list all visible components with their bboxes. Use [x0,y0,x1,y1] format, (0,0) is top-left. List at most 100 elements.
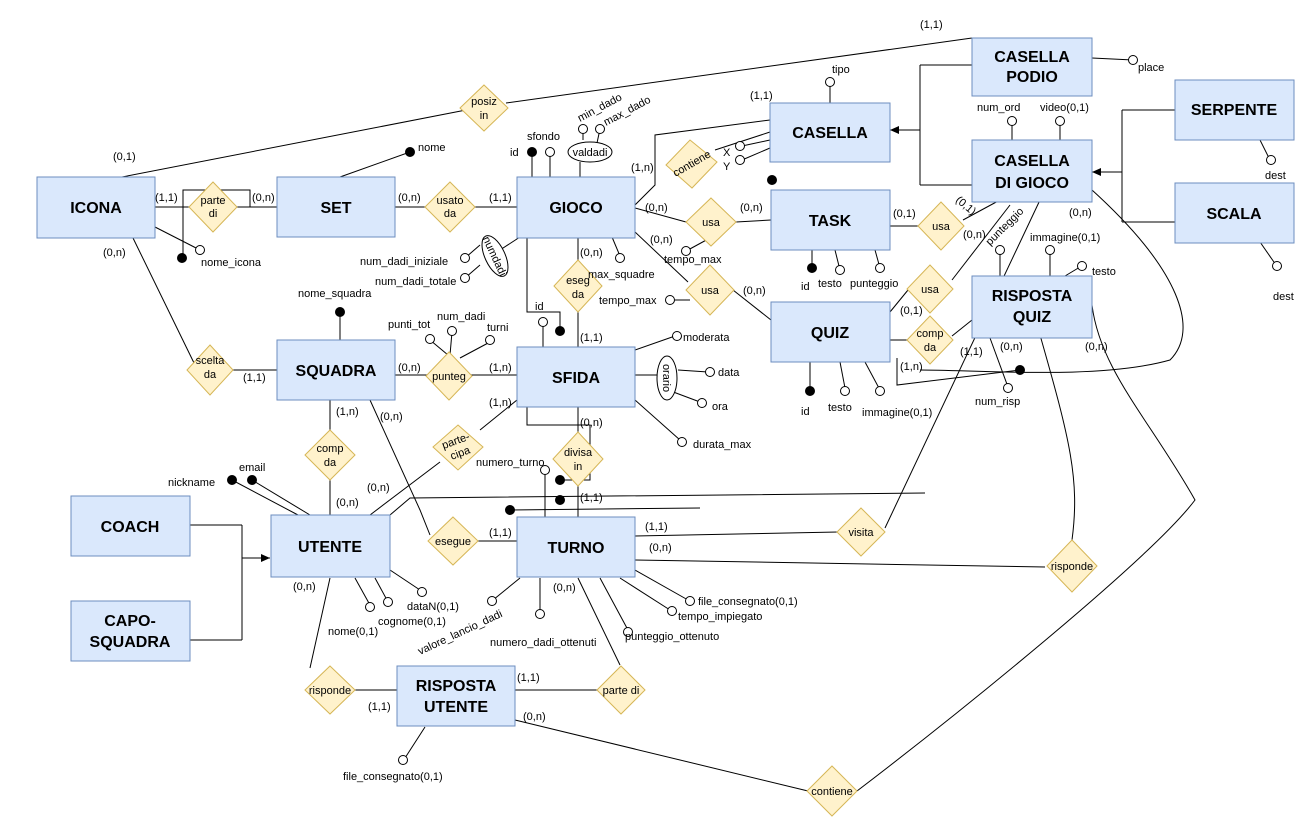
rel-contiene-bottom[interactable]: contiene [806,765,858,817]
svg-text:usa: usa [702,217,721,229]
attr-marker-cognome [383,597,393,607]
svg-text:COACH: COACH [101,519,160,536]
rel-partecipa[interactable]: parte- cipa [432,424,484,471]
rel-posiz-in[interactable]: posiz in [459,84,509,132]
edge-contiene-rq [856,304,1196,792]
entity-scala[interactable]: SCALA [1174,182,1295,244]
attr-marker-file-ru [398,755,408,765]
card-squadra-compda: (1,n) [336,406,359,418]
card-set-parte: (0,n) [252,192,275,204]
svg-text:TASK: TASK [809,213,852,230]
entity-serpente[interactable]: SERPENTE [1174,79,1295,141]
entity-utente[interactable]: UTENTE [270,514,391,578]
attr-nome: nome [418,142,446,154]
card-turno-divisa: (1,1) [580,492,603,504]
rel-punteg[interactable]: punteg [425,351,473,401]
composite-attributes: valdadi numdadi orario [477,141,678,401]
entity-turno[interactable]: TURNO [516,516,636,578]
attr-marker-sfondo [545,147,555,157]
rel-risponde-utente[interactable]: risponde [304,665,356,715]
entity-risposta-quiz[interactable]: RISPOSTA QUIZ [971,275,1093,339]
svg-text:UTENTE: UTENTE [298,539,362,556]
composite-valdadi[interactable]: valdadi [567,141,613,163]
svg-text:SQUADRA: SQUADRA [296,363,377,380]
composite-orario[interactable]: orario [656,355,678,401]
edge-attr-turni [459,341,491,359]
card-turno-risponde: (0,n) [649,542,672,554]
rel-parte-di-icona[interactable]: parte di [188,181,238,233]
entity-capo-squadra[interactable]: CAPO- SQUADRA [70,600,191,662]
rel-usato-da[interactable]: usato da [424,181,476,233]
entity-casella[interactable]: CASELLA [769,102,891,163]
rel-esegue[interactable]: esegue [427,516,479,566]
edge-quiz-usacas [889,289,909,313]
svg-text:SFIDA: SFIDA [552,370,600,387]
attr-datan: dataN(0,1) [407,601,459,613]
composite-numdadi[interactable]: numdadi [477,232,514,280]
edge-gioco-usaquiz [634,231,689,283]
rel-risponde-quiz[interactable]: risponde [1046,539,1098,593]
attr-marker-x [735,141,745,151]
attr-id-task: id [801,281,810,293]
card-icona-scelta: (0,n) [103,247,126,259]
attr-testo-rq: testo [1092,266,1116,278]
rel-usa-casella-task[interactable]: usa [917,201,965,251]
edge-usaquiz-quiz [732,289,772,321]
entity-gioco[interactable]: GIOCO [516,176,636,239]
card-set-usato: (0,n) [398,192,421,204]
attr-marker-mindado [578,124,588,134]
edge-usacas-cdg [962,199,1001,221]
edge-usatask-task [735,219,772,223]
entity-icona[interactable]: ICONA [36,176,156,239]
entity-squadra[interactable]: SQUADRA [276,339,396,401]
svg-text:di: di [209,208,218,220]
entity-casella-di-gioco[interactable]: CASELLA DI GIOCO [971,139,1093,203]
rel-visita[interactable]: visita [836,507,886,557]
rel-scelta-da[interactable]: scelta da [186,344,234,396]
svg-text:orario: orario [660,364,672,392]
card-posiz-icona: (0,1) [113,151,136,163]
rel-comp-da-squadra[interactable]: comp da [304,429,356,481]
attr-marker-punteggio-ott [623,627,633,637]
svg-text:RISPOSTA: RISPOSTA [992,288,1073,305]
rel-eseg-da[interactable]: eseg da [553,259,603,313]
edge-attr-numrisp [989,337,1009,388]
rel-usa-task[interactable]: usa [685,197,737,247]
svg-text:SCALA: SCALA [1206,206,1262,223]
attr-marker-y [735,155,745,165]
entity-risposta-utente[interactable]: RISPOSTA UTENTE [396,665,516,727]
entity-coach[interactable]: COACH [70,495,191,557]
svg-text:valdadi: valdadi [573,147,608,159]
entity-task[interactable]: TASK [770,189,891,251]
svg-text:parte di: parte di [603,685,640,697]
rel-comp-da-quiz[interactable]: comp da [906,315,954,365]
rel-usa-quiz[interactable]: usa [685,264,735,316]
svg-text:divisa: divisa [564,447,593,459]
rel-divisa-in[interactable]: divisa in [552,431,604,487]
entity-sfida[interactable]: SFIDA [516,346,636,408]
card-posiz-podio: (1,1) [920,19,943,31]
attr-numero-dadi-ottenuti: numero_dadi_ottenuti [490,637,596,649]
edge-turno-key [509,507,701,511]
entity-quiz[interactable]: QUIZ [770,301,891,363]
card-gioco-usatask: (0,n) [645,202,668,214]
entity-casella-podio[interactable]: CASELLA PODIO [971,37,1093,97]
attr-tempo-max-quiz: tempo_max [599,295,657,307]
edge-attr-maxsquadre [611,236,621,257]
edge-attr-place [1091,57,1134,61]
entity-set[interactable]: SET [276,176,396,238]
edge-attr-nome-utente [354,577,371,606]
edge-utente-turno [389,492,926,516]
svg-text:comp: comp [917,328,944,340]
rel-usa-casella-quiz[interactable]: usa [906,264,954,314]
svg-text:comp: comp [317,443,344,455]
rel-contiene-casella[interactable]: contiene [665,139,718,189]
card-quiz-usa: (0,n) [743,285,766,297]
edge-partedi-turno [577,577,621,666]
attr-max-squadre: max_squadre [588,269,655,281]
rel-parte-di-turno[interactable]: parte di [596,665,646,715]
attr-id-quiz: id [801,406,810,418]
card-rq-contiene: (0,n) [1085,341,1108,353]
edge-cdg-curve [919,189,1184,373]
